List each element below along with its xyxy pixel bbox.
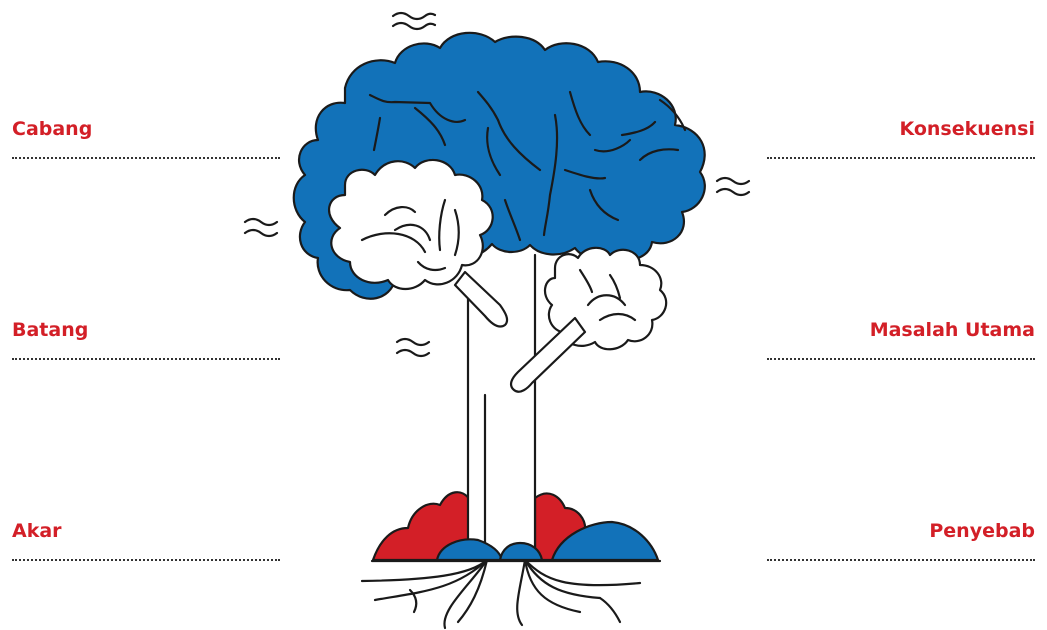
roots bbox=[362, 560, 640, 628]
